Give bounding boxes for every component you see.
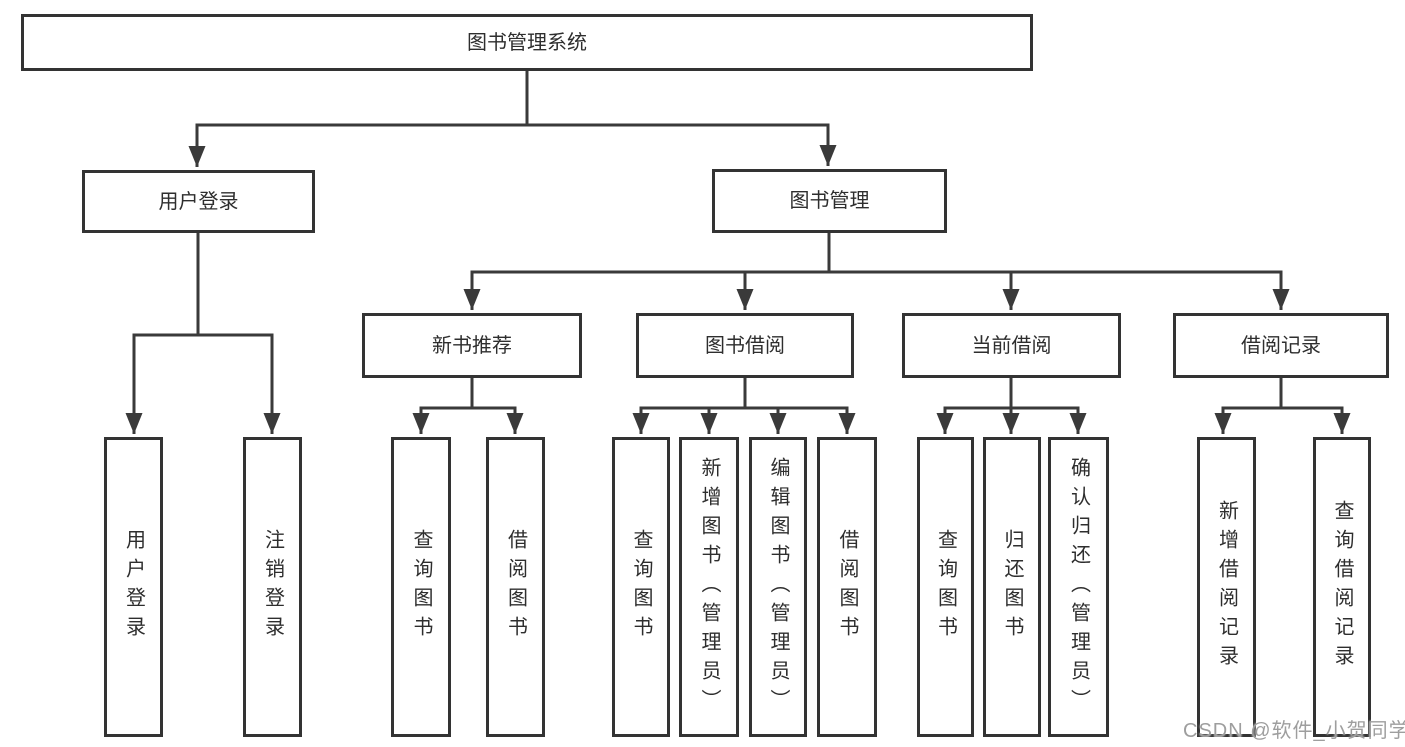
node-label: 查询借阅记录 [1331, 500, 1353, 674]
leaf-edit-books-admin: 编辑图书（管理员） [749, 437, 807, 737]
tree-connectors [125, 70, 1351, 434]
leaf-query-books-current: 查询图书 [917, 437, 974, 737]
watermark: CSDN @软件_小贺同学 [1183, 720, 1405, 742]
node-label: 确认归还（管理员） [1067, 456, 1090, 718]
node-label: 用户登录 [122, 529, 145, 645]
node-current-borrowing: 当前借阅 [902, 313, 1121, 378]
node-user-login: 用户登录 [82, 170, 315, 233]
node-label: 新书推荐 [432, 334, 512, 357]
node-book-borrowing: 图书借阅 [636, 313, 854, 378]
node-label: 当前借阅 [971, 334, 1052, 357]
leaf-query-borrow-record: 查询借阅记录 [1313, 437, 1371, 737]
node-library-system: 图书管理系统 [21, 14, 1033, 71]
node-label: 借阅图书 [504, 529, 527, 645]
node-label: 新增借阅记录 [1215, 500, 1238, 674]
leaf-query-books-borrowing: 查询图书 [612, 437, 670, 737]
node-label: 归还图书 [1001, 529, 1023, 645]
leaf-borrow-books-recommend: 借阅图书 [486, 437, 545, 737]
node-label: 图书借阅 [705, 334, 785, 357]
leaf-logout: 注销登录 [243, 437, 302, 737]
node-label: 注销登录 [261, 529, 284, 645]
node-new-book-recommend: 新书推荐 [362, 313, 582, 378]
node-label: 编辑图书（管理员） [767, 456, 789, 718]
node-label: 图书管理 [789, 190, 870, 212]
leaf-user-login: 用户登录 [104, 437, 163, 737]
leaf-borrow-books: 借阅图书 [817, 437, 877, 737]
leaf-add-books-admin: 新增图书（管理员） [679, 437, 739, 737]
node-label: 借阅图书 [836, 529, 858, 645]
node-label: 图书管理系统 [467, 31, 587, 54]
leaf-confirm-return-admin: 确认归还（管理员） [1048, 437, 1109, 737]
node-label: 新增图书（管理员） [698, 456, 720, 718]
leaf-return-books: 归还图书 [983, 437, 1041, 737]
node-label: 查询图书 [934, 529, 957, 645]
node-label: 查询图书 [410, 529, 432, 645]
leaf-add-borrow-record: 新增借阅记录 [1197, 437, 1256, 737]
node-book-management: 图书管理 [712, 169, 947, 233]
leaf-query-books-recommend: 查询图书 [391, 437, 451, 737]
node-label: 借阅记录 [1241, 334, 1321, 357]
node-borrow-records: 借阅记录 [1173, 313, 1389, 378]
node-label: 用户登录 [158, 190, 239, 213]
node-label: 查询图书 [630, 529, 652, 645]
